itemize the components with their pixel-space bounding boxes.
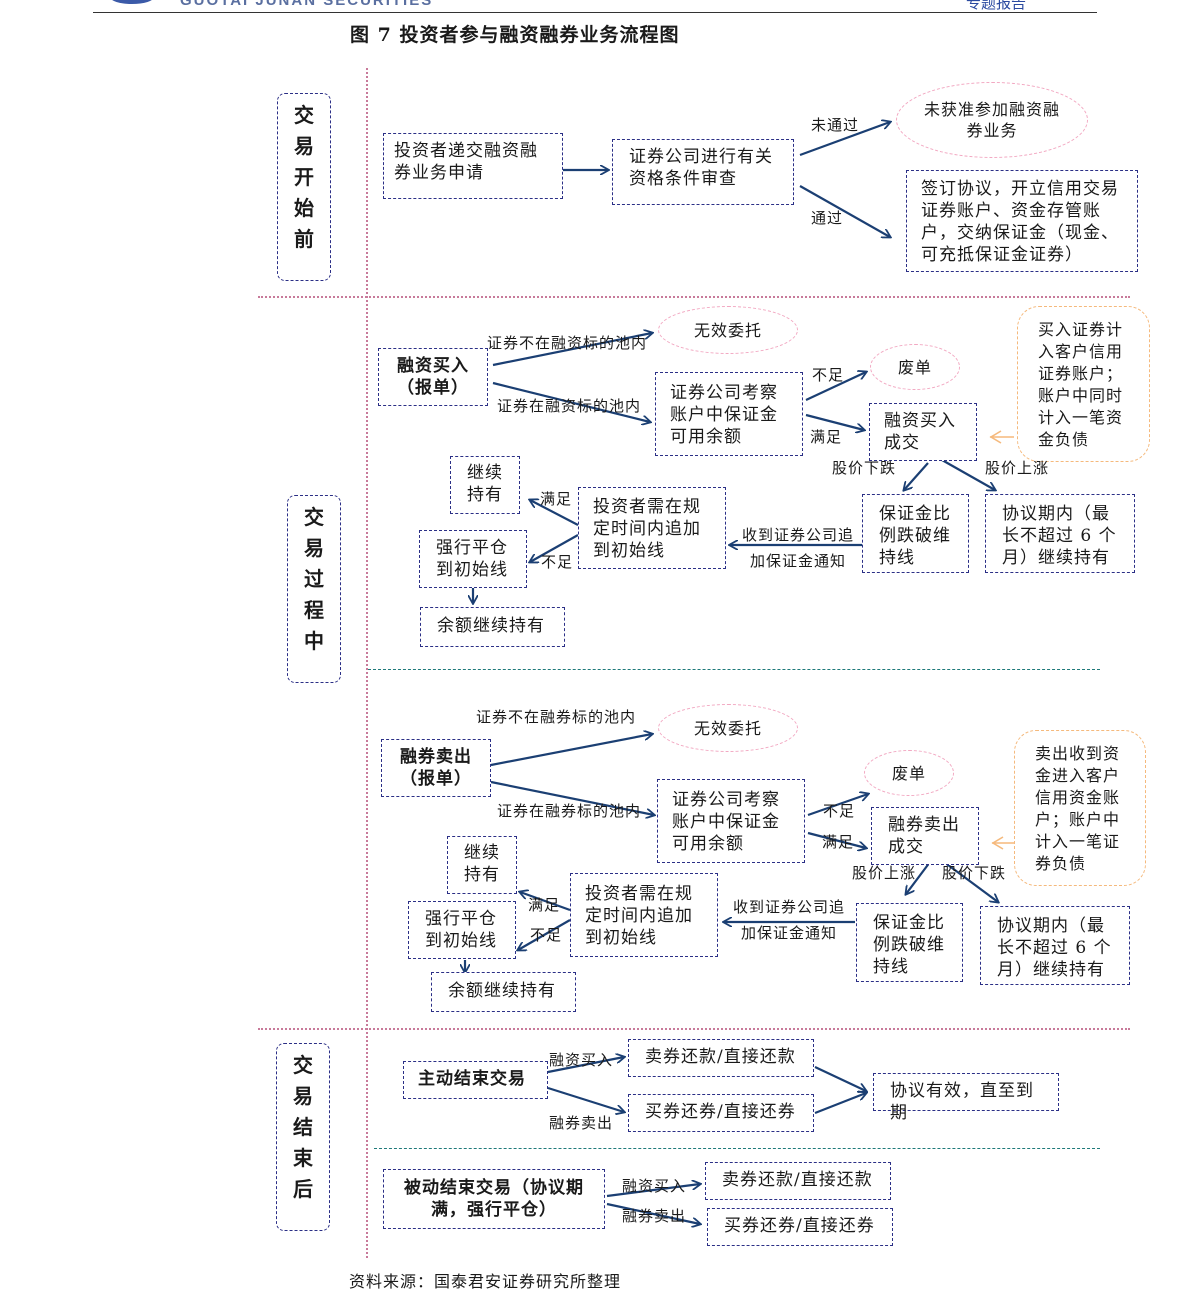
box-passive-repay-stock: 买券还券/直接还券 (707, 1208, 893, 1246)
phase-during-label: 交易过程中 (304, 505, 324, 653)
label-ss-sufficient: 满足 (822, 833, 855, 851)
box-ss-breach: 保证金比例跌破维持线 (856, 903, 963, 982)
phase-during: 交易过程中 (287, 495, 341, 683)
box-mb-done: 融资买入成交 (869, 403, 977, 461)
phase-after: 交易结束后 (276, 1043, 330, 1231)
label-ss-price-down: 股价下跌 (942, 864, 1007, 882)
label-ss-in-pool: 证券在融券标的池内 (497, 802, 642, 820)
note-mb-account: 买入证券计入客户信用证券账户；账户中同时计入一笔资金负债 (1017, 306, 1150, 462)
label-mb-insufficient: 不足 (812, 366, 845, 384)
ellipse-rejected: 未获准参加融资融券业务 (896, 82, 1088, 158)
box-ss-check: 证券公司考察账户中保证金可用余额 (657, 779, 805, 863)
separator-buy-short (368, 669, 1100, 670)
ellipse-ss-void: 废单 (864, 750, 954, 796)
box-ss-hold-period: 协议期内（最长不超过 6 个月）继续持有 (980, 906, 1130, 985)
box-mb-topup: 投资者需在规定时间内追加到初始线 (578, 487, 726, 569)
box-ss-keep: 继续持有 (447, 836, 517, 894)
ellipse-ss-invalid: 无效委托 (658, 704, 798, 752)
separator-active-passive (374, 1148, 1100, 1149)
label-ss-not-in-pool: 证券不在融券标的池内 (476, 708, 637, 726)
box-apply: 投资者递交融资融券业务申请 (383, 133, 563, 199)
label-ss-ok: 满足 (528, 896, 561, 914)
label-active-sell: 融券卖出 (549, 1114, 614, 1132)
separator-during-after (258, 1028, 1130, 1030)
label-mb-ok: 满足 (540, 490, 573, 508)
label-ss-notice: 收到证券公司追加保证金通知 (732, 898, 845, 942)
label-mb-not-in-pool: 证券不在融资标的池内 (487, 334, 648, 352)
label-passive-sell: 融券卖出 (622, 1207, 687, 1225)
box-ss-remain: 余额继续持有 (431, 972, 576, 1012)
label-pass: 通过 (811, 209, 844, 227)
phase-after-label: 交易结束后 (293, 1053, 313, 1201)
box-ss-liquidate: 强行平仓到初始线 (408, 901, 516, 959)
box-mb-liquidate: 强行平仓到初始线 (419, 530, 527, 588)
phase-before-label: 交易开始前 (294, 103, 314, 251)
source-note: 资料来源：国泰君安证券研究所整理 (349, 1272, 622, 1291)
phase-before: 交易开始前 (277, 93, 331, 281)
box-margin-buy: 融资买入（报单） (378, 348, 488, 406)
box-mb-breach: 保证金比例跌破维持线 (862, 494, 969, 573)
label-mb-notice: 收到证券公司追加保证金通知 (741, 526, 854, 570)
header-logo-icon (110, 0, 154, 4)
figure-title: 图 7 投资者参与融资融券业务流程图 (350, 24, 680, 46)
header-rule (93, 12, 1097, 13)
label-ss-fail: 不足 (530, 926, 563, 944)
separator-before-during (258, 296, 1130, 298)
label-mb-price-down: 股价下跌 (832, 459, 897, 477)
header-logo-text: GUOTAI JUNAN SECURITIES (180, 0, 434, 9)
box-ss-done: 融券卖出成交 (871, 807, 979, 865)
box-ss-topup: 投资者需在规定时间内追加到初始线 (570, 873, 718, 957)
phase-divider-vertical (366, 68, 368, 1258)
box-passive-repay-money: 卖券还款/直接还款 (705, 1162, 891, 1200)
box-active-repay-money: 卖券还款/直接还款 (628, 1039, 814, 1077)
label-fail: 未通过 (811, 116, 860, 134)
label-mb-price-up: 股价上涨 (985, 459, 1050, 477)
label-mb-in-pool: 证券在融资标的池内 (497, 397, 642, 415)
label-ss-insufficient: 不足 (823, 802, 856, 820)
box-valid-until-expiry: 协议有效，直至到期 (873, 1073, 1059, 1123)
box-review: 证券公司进行有关资格条件审查 (612, 139, 794, 205)
box-active-repay-stock: 买券还券/直接还券 (628, 1094, 814, 1132)
box-mb-remain: 余额继续持有 (420, 607, 565, 647)
label-active-buy: 融资买入 (549, 1051, 614, 1069)
ellipse-mb-void: 废单 (870, 344, 960, 390)
header-tag: 专题报告 (966, 0, 1027, 12)
box-mb-keep: 继续持有 (450, 456, 520, 514)
box-active-end: 主动结束交易 (403, 1061, 548, 1099)
box-mb-hold-period: 协议期内（最长不超过 6 个月）继续持有 (985, 494, 1135, 573)
label-passive-buy: 融资买入 (622, 1177, 687, 1195)
box-sign-agreement: 签订协议，开立信用交易证券账户、资金存管账户，交纳保证金（现金、可充抵保证金证券… (906, 170, 1138, 272)
label-mb-sufficient: 满足 (810, 428, 843, 446)
label-ss-price-up: 股价上涨 (852, 864, 917, 882)
box-short-sell: 融券卖出（报单） (381, 739, 491, 797)
box-passive-end: 被动结束交易（协议期满，强行平仓） (383, 1169, 605, 1229)
label-mb-fail: 不足 (541, 553, 574, 571)
ellipse-mb-invalid: 无效委托 (658, 306, 798, 354)
note-ss-account: 卖出收到资金进入客户信用资金账户；账户中计入一笔证券负债 (1014, 730, 1146, 886)
box-mb-check: 证券公司考察账户中保证金可用余额 (655, 372, 803, 456)
